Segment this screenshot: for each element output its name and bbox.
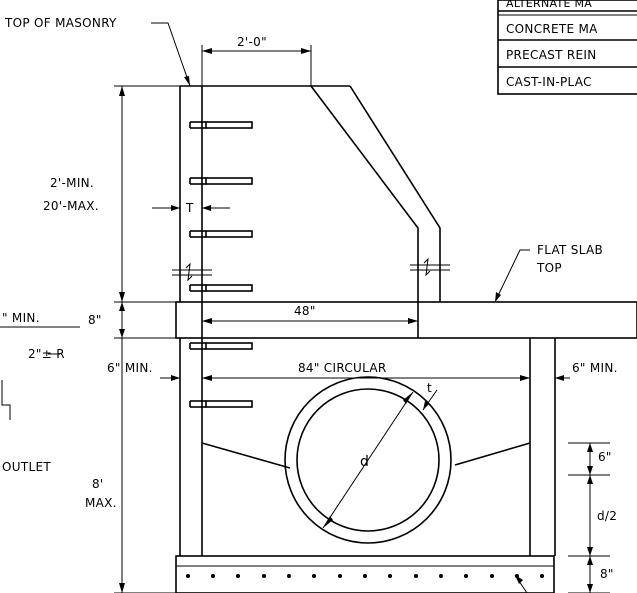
table-row-cast-in-place: CAST-IN-PLAC <box>506 75 592 89</box>
label-6in-min-left: 6" MIN. <box>107 361 153 375</box>
label-8ft: 8' <box>92 477 104 491</box>
label-flat-slab: FLAT SLAB <box>537 243 603 257</box>
flat-slab-top <box>175 301 637 339</box>
label-slab-8in: 8" <box>88 313 102 327</box>
label-6in: 6" <box>598 450 612 464</box>
label-48in: 48" <box>294 304 316 318</box>
rung-1 <box>189 121 253 129</box>
annotations: TOP OF MASONRY 2'-0" 2'-MIN. 20'-MAX. T … <box>2 16 618 581</box>
label-84in-circular: 84" CIRCULAR <box>298 361 387 375</box>
table-row-alternate: ALTERNATE MA <box>506 0 592 10</box>
rung-6 <box>189 400 253 408</box>
label-20ft-max: 20'-MAX. <box>43 199 99 213</box>
label-top: TOP <box>536 261 562 275</box>
label-pipe-t: t <box>427 381 432 395</box>
riser-section <box>172 85 450 302</box>
rung-4 <box>189 284 253 292</box>
label-max: MAX. <box>85 496 117 510</box>
label-pipe-d: d <box>360 454 369 470</box>
label-left-min: " MIN. <box>2 311 40 325</box>
rung-5 <box>189 342 253 350</box>
pipe-section <box>284 376 452 544</box>
rung-2 <box>189 177 253 185</box>
label-2ft-min: 2'-MIN. <box>50 176 94 190</box>
label-top-of-masonry: TOP OF MASONRY <box>4 16 117 30</box>
label-d-half: d/2 <box>597 509 617 523</box>
table-row-precast: PRECAST REIN <box>506 48 597 62</box>
table-row-concrete: CONCRETE MA <box>506 22 598 36</box>
ladder-rungs <box>189 121 253 408</box>
label-6in-min-right: 6" MIN. <box>572 361 618 375</box>
label-outlet: OUTLET <box>2 460 51 474</box>
rung-3 <box>189 230 253 238</box>
label-2ft-0in: 2'-0" <box>237 35 267 49</box>
manhole-base <box>175 338 556 593</box>
material-table: ALTERNATE MA CONCRETE MA PRECAST REIN CA… <box>497 0 637 95</box>
label-8in-bottom: 8" <box>600 567 614 581</box>
dimensions <box>0 22 610 593</box>
base-rebar <box>186 574 544 578</box>
label-left-radius: 2"± R <box>28 347 65 361</box>
label-t: T <box>185 201 194 215</box>
